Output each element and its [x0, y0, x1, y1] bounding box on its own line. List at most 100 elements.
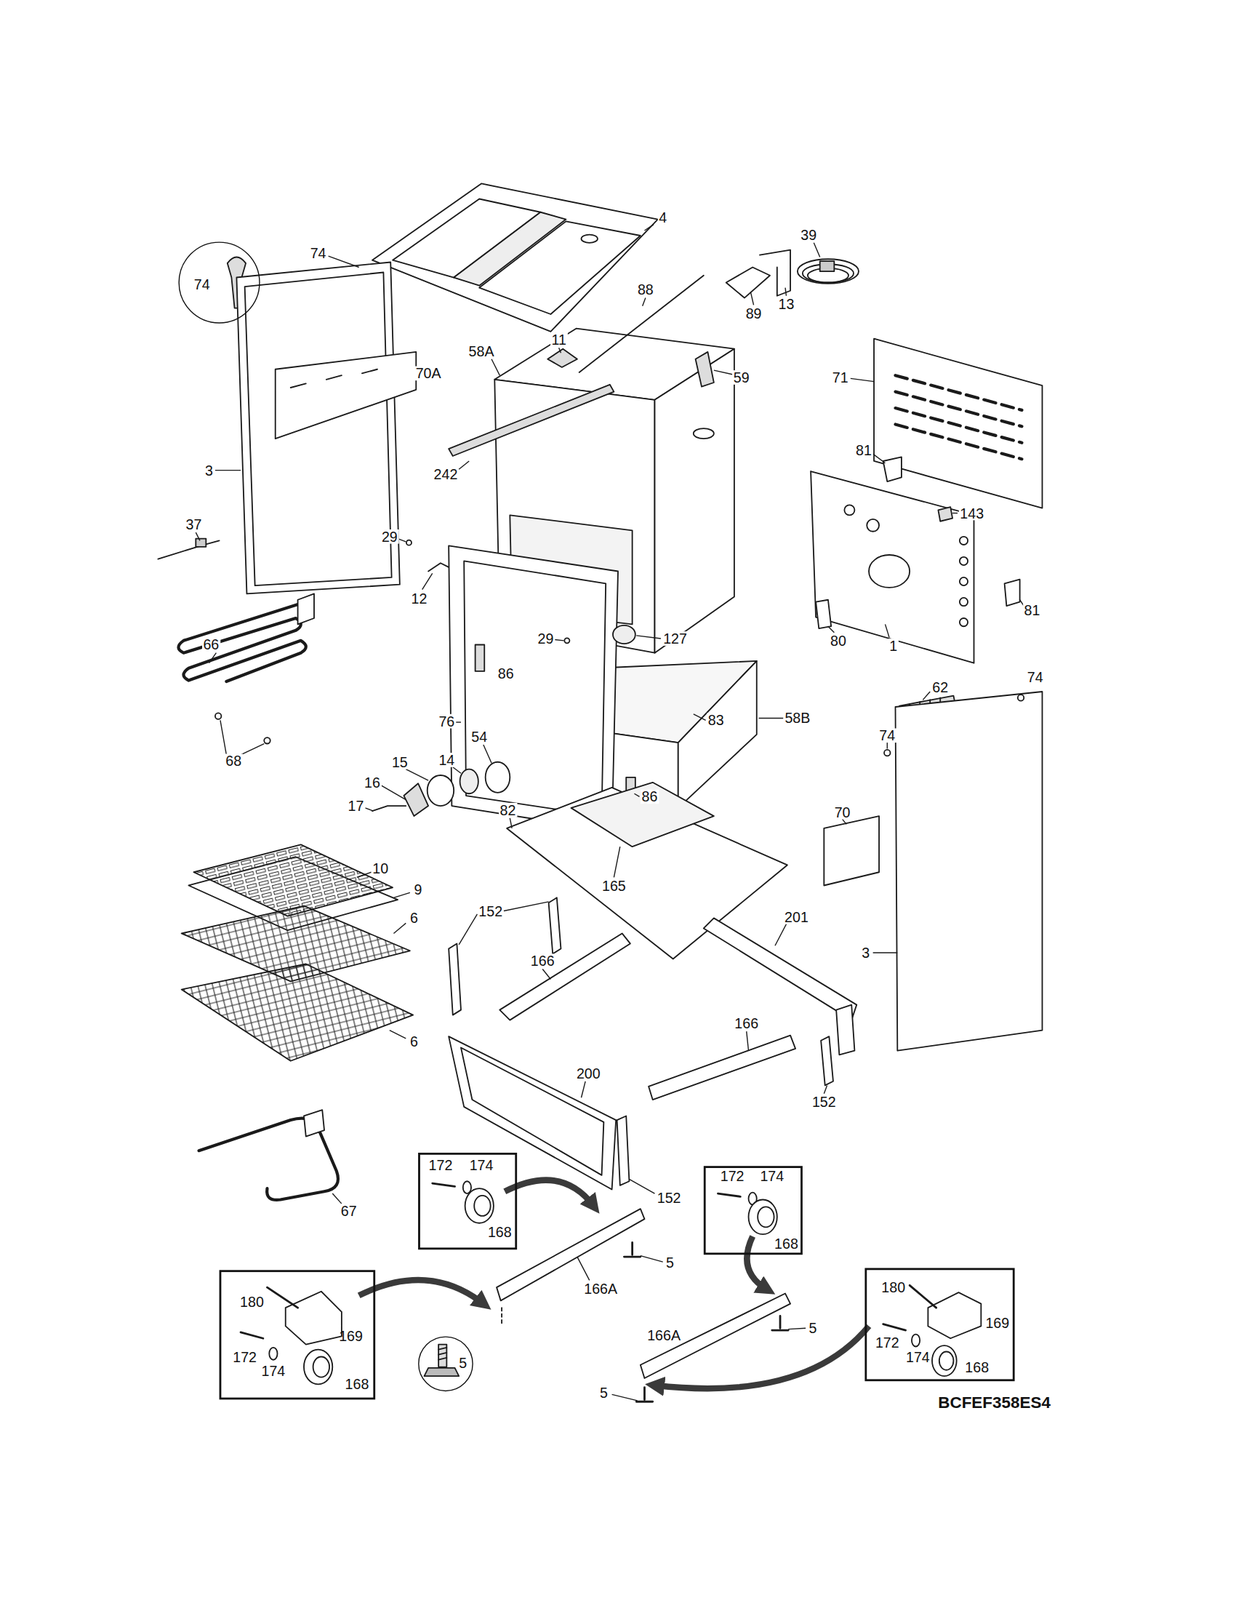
- rear-panel: [959, 536, 968, 545]
- callout-number: 17: [346, 798, 365, 813]
- side-panel: [290, 369, 378, 388]
- exploded-view: [157, 183, 1042, 1402]
- leader-line: [542, 969, 551, 980]
- side-panel: [823, 691, 1042, 1051]
- callout-number: 172: [428, 1157, 453, 1173]
- callout-number: 6: [409, 911, 420, 926]
- leader-line: [332, 1193, 342, 1204]
- oven-cavity: [579, 275, 704, 373]
- base-frame: [448, 942, 461, 1015]
- leader-line: [393, 922, 406, 933]
- callout-number: 88: [636, 282, 656, 298]
- leader-line: [785, 287, 786, 296]
- drawer-rail: [496, 1208, 791, 1402]
- callout-number: 15: [391, 754, 410, 770]
- callout-number: 67: [339, 1203, 358, 1218]
- callout-number: 83: [706, 712, 725, 728]
- detail-inset: 172174168: [418, 1152, 517, 1250]
- rear-panel: [868, 554, 910, 588]
- drawer-frame: [460, 1047, 604, 1175]
- leader-line: [823, 1084, 827, 1093]
- hardware-detail: [909, 1284, 936, 1308]
- leader-line: [195, 224, 1024, 1401]
- wire: [157, 540, 219, 559]
- drawer-frame: [448, 1036, 616, 1189]
- callout-number: 5: [807, 1320, 818, 1335]
- callout-number: 71: [831, 370, 850, 385]
- leader-line: [215, 469, 241, 471]
- hardware-detail: [465, 1188, 494, 1223]
- callout-number: 81: [855, 442, 874, 458]
- callout-number: 127: [662, 631, 689, 646]
- callout-number: 166A: [646, 1327, 682, 1343]
- callout-number: 37: [184, 516, 203, 532]
- back-panel: [895, 375, 1023, 459]
- leader-line: [195, 532, 200, 541]
- side-panel: [236, 261, 416, 594]
- leader-line: [405, 769, 429, 781]
- top-panel: [372, 183, 658, 331]
- drawer-rail: [640, 1293, 791, 1378]
- oven-cavity: [695, 351, 714, 387]
- callout-number: 81: [1022, 602, 1042, 618]
- door-frame: [463, 560, 606, 816]
- back-panel: [873, 338, 1042, 509]
- callout-number: 152: [655, 1190, 682, 1205]
- leader-line: [452, 767, 461, 773]
- callout-number: 5: [665, 1255, 676, 1271]
- callout-number: 68: [224, 753, 243, 769]
- drawer-rail: [500, 1307, 503, 1324]
- callout-number: 152: [477, 903, 504, 919]
- callout-number: 3: [860, 945, 872, 960]
- callout-number: 165: [601, 878, 628, 893]
- heating-element: [199, 1109, 339, 1200]
- oven-light: [460, 769, 479, 794]
- callout-number: 86: [496, 665, 515, 681]
- callout-number: 169: [338, 1329, 363, 1344]
- hardware-detail: [432, 1182, 456, 1186]
- callout-number: 11: [550, 332, 568, 347]
- callout-number: 143: [958, 506, 986, 521]
- detail-arrow: [654, 1325, 869, 1388]
- leader-line: [884, 623, 890, 637]
- door-frame: [448, 545, 618, 832]
- rear-panel: [883, 456, 902, 482]
- leader-line: [458, 460, 469, 469]
- detail-circle: 5: [418, 1335, 474, 1391]
- drawer-rail: [636, 1387, 653, 1402]
- oven-light: [485, 761, 511, 793]
- leader-line: [613, 846, 620, 877]
- callout-number: 174: [759, 1168, 784, 1183]
- wire: [157, 538, 219, 560]
- detail-arrow: [504, 1180, 594, 1206]
- base-frame: [548, 897, 562, 954]
- leader-line: [873, 951, 898, 953]
- base-frame: [570, 782, 714, 847]
- leader-line: [328, 255, 360, 267]
- callout-number: 58A: [467, 343, 496, 359]
- callout-number: 201: [783, 909, 810, 925]
- hardware-detail: [927, 1291, 981, 1338]
- diagram-code: BCFEF358ES4: [937, 1393, 1052, 1410]
- base-frame: [820, 1036, 834, 1085]
- base-frame: [617, 1115, 630, 1185]
- leader-line: [628, 1178, 655, 1194]
- bracket: [759, 250, 791, 296]
- callout-number: 82: [498, 802, 517, 818]
- oven-light: [372, 805, 406, 811]
- leader-line: [612, 1393, 638, 1400]
- callout-number: 80: [829, 633, 848, 648]
- oven-light: [403, 783, 429, 816]
- base-frame: [499, 932, 631, 1020]
- door-frame: [612, 625, 636, 644]
- top-panel: [453, 212, 566, 286]
- callout-number: 166A: [583, 1281, 619, 1296]
- callout-number: 9: [412, 881, 424, 897]
- leader-line: [393, 892, 410, 898]
- leader-line: [581, 1081, 587, 1098]
- hardware-detail: [939, 1350, 954, 1370]
- callout-number: 166: [529, 953, 556, 968]
- side-panel: [275, 351, 417, 439]
